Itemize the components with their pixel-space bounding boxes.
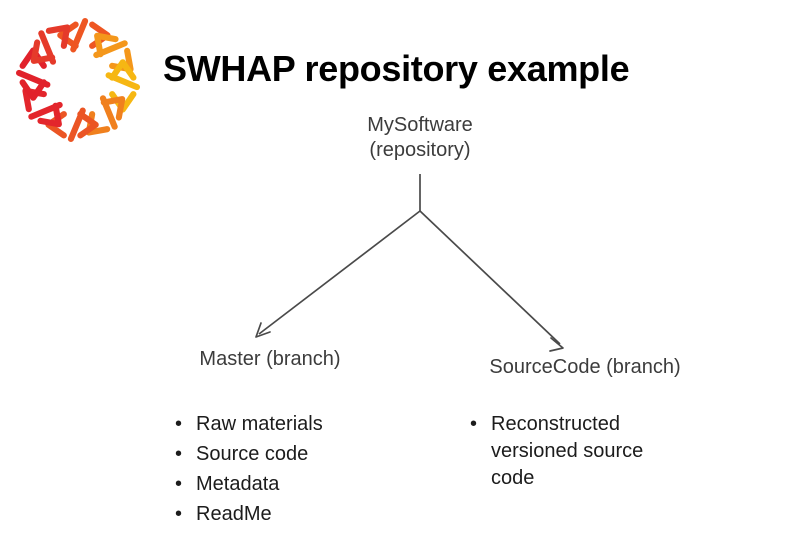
edge-to-sourcecode: [419, 210, 561, 345]
arrowhead-master: [255, 322, 271, 338]
page-title: SWHAP repository example: [163, 48, 630, 89]
list-item: Source code: [175, 441, 435, 468]
edge-to-master: [258, 210, 421, 335]
master-branch-contents-list: Raw materials Source code Metadata ReadM…: [175, 411, 435, 531]
master-branch-label: Master (branch): [199, 348, 341, 370]
repository-node-line1: MySoftware: [367, 114, 473, 136]
arrowhead-sourcecode: [549, 337, 564, 352]
list-item: Reconstructed versioned source code: [470, 411, 685, 492]
list-item: Metadata: [175, 471, 435, 498]
repository-node-line2: (repository): [369, 139, 471, 161]
sourcecode-branch-label: SourceCode (branch): [489, 356, 681, 378]
sourcecode-branch-contents-list: Reconstructed versioned source code: [470, 411, 685, 495]
repository-node: MySoftware (repository): [320, 113, 520, 163]
list-item: ReadMe: [175, 501, 435, 528]
list-item: Raw materials: [175, 411, 435, 438]
